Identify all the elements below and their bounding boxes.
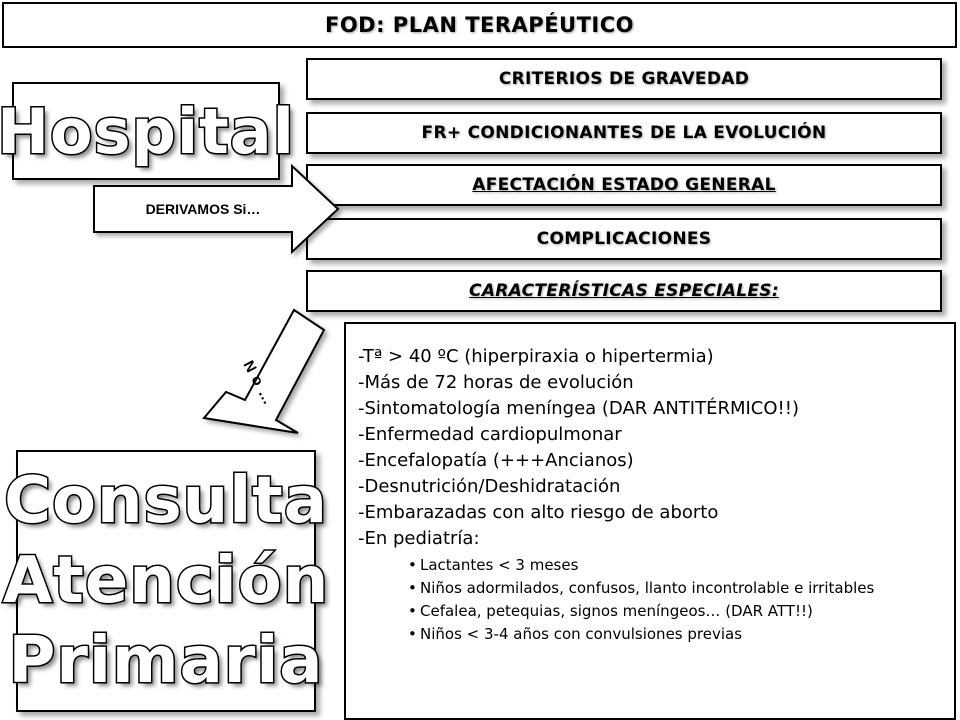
hospital-box: Hospital bbox=[0, 82, 295, 180]
criteria-severity: CRITERIOS DE GRAVEDAD bbox=[306, 58, 942, 100]
list-item: -En pediatría: bbox=[358, 528, 480, 549]
special-features-box: -Tª > 40 ºC (hiperpiraxia o hipertermia)… bbox=[344, 322, 956, 720]
list-item: Niños < 3-4 años con convulsiones previa… bbox=[408, 625, 940, 644]
criteria-special-features: CARACTERÍSTICAS ESPECIALES: bbox=[306, 270, 942, 312]
list-item: Niños adormilados, confusos, llanto inco… bbox=[408, 579, 940, 598]
list-item: -Más de 72 horas de evolución bbox=[358, 372, 634, 393]
pediatric-features-list: Lactantes < 3 meses Niños adormilados, c… bbox=[358, 556, 940, 644]
list-item: -Embarazadas con alto riesgo de aborto bbox=[358, 502, 719, 523]
page-title: FOD: PLAN TERAPÉUTICO bbox=[2, 2, 957, 48]
criteria-risk-factors-text: FR+ CONDICIONANTES DE LA EVOLUCIÓN bbox=[421, 123, 827, 143]
derive-arrow-label: DERIVAMOS Si… bbox=[145, 201, 261, 217]
special-features-list: -Tª > 40 ºC (hiperpiraxia o hipertermia)… bbox=[358, 344, 940, 552]
consulta-line-3: Primaria bbox=[7, 623, 324, 700]
list-item: -Tª > 40 ºC (hiperpiraxia o hipertermia) bbox=[358, 346, 714, 367]
list-item: -Enfermedad cardiopulmonar bbox=[358, 424, 622, 445]
list-item: Cefalea, petequias, signos meníngeos… (D… bbox=[408, 602, 940, 621]
criteria-general-state-text: AFECTACIÓN ESTADO GENERAL bbox=[472, 175, 776, 195]
list-item: -Desnutrición/Deshidratación bbox=[358, 476, 621, 497]
no-arrow-shape bbox=[202, 308, 326, 434]
criteria-special-features-text: CARACTERÍSTICAS ESPECIALES: bbox=[469, 281, 779, 301]
consulta-line-1: Consulta bbox=[3, 463, 329, 540]
consulta-line-2: Atención bbox=[1, 543, 330, 620]
criteria-complications-text: COMPLICACIONES bbox=[536, 229, 712, 249]
list-item: -Sintomatología meníngea (DAR ANTITÉRMIC… bbox=[358, 398, 799, 419]
list-item: -Encefalopatía (+++Ancianos) bbox=[358, 450, 634, 471]
consulta-box: Consulta Atención Primaria bbox=[1, 450, 330, 712]
criteria-general-state: AFECTACIÓN ESTADO GENERAL bbox=[306, 164, 942, 206]
page-title-text: FOD: PLAN TERAPÉUTICO bbox=[324, 13, 635, 37]
criteria-severity-text: CRITERIOS DE GRAVEDAD bbox=[498, 69, 750, 89]
derive-arrow-shape bbox=[93, 163, 340, 255]
criteria-risk-factors: FR+ CONDICIONANTES DE LA EVOLUCIÓN bbox=[306, 112, 942, 154]
criteria-complications: COMPLICACIONES bbox=[306, 218, 942, 260]
list-item: Lactantes < 3 meses bbox=[408, 556, 940, 575]
hospital-label: Hospital bbox=[0, 93, 295, 169]
